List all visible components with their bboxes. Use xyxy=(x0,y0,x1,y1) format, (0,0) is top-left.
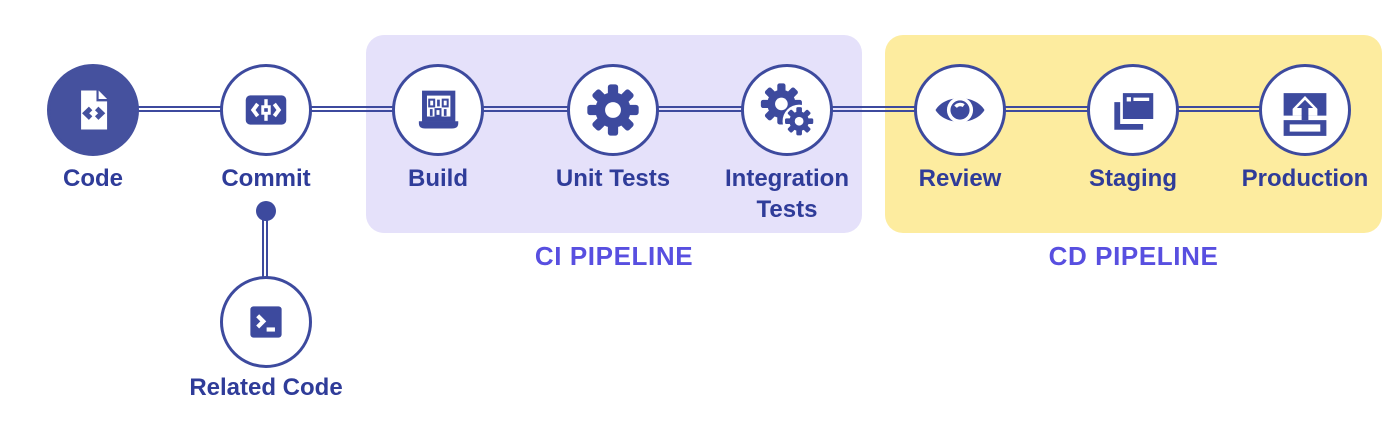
stage-label-unit-tests: Unit Tests xyxy=(555,165,671,192)
stage-label-build: Build xyxy=(408,165,468,192)
branch-label-related-code: Related Code xyxy=(189,374,343,401)
cd-pipeline-label: CD PIPELINE xyxy=(1048,241,1219,271)
stage-label-review: Review xyxy=(918,165,1002,192)
commit-icon xyxy=(245,95,287,125)
stage-label-commit: Commit xyxy=(221,165,311,192)
ci-pipeline-label: CI PIPELINE xyxy=(534,241,694,271)
branch-node-related-code xyxy=(220,276,312,368)
stage-label-integration-tests: Integration Tests xyxy=(725,165,849,224)
windows-stack-icon xyxy=(1114,93,1154,130)
stage-node-review xyxy=(914,64,1006,156)
build-laptop-icon xyxy=(418,90,459,129)
stage-node-staging xyxy=(1087,64,1179,156)
code-file-icon xyxy=(81,90,108,130)
gears-icon xyxy=(760,83,815,138)
terminal-icon xyxy=(250,306,282,338)
stage-label-staging: Staging xyxy=(1089,165,1177,192)
stage-node-code xyxy=(47,64,139,156)
stage-node-commit xyxy=(220,64,312,156)
stage-label-code: Code xyxy=(63,165,123,192)
stage-node-build xyxy=(392,64,484,156)
eye-icon xyxy=(935,96,985,124)
upload-icon xyxy=(1283,93,1327,136)
stage-node-integration-tests xyxy=(741,64,833,156)
stage-node-unit-tests xyxy=(567,64,659,156)
stage-node-production xyxy=(1259,64,1351,156)
stage-label-production: Production xyxy=(1241,165,1369,192)
branch-connector-line xyxy=(262,211,268,278)
gear-icon xyxy=(587,84,639,136)
pipeline-connector-line xyxy=(93,106,1305,112)
